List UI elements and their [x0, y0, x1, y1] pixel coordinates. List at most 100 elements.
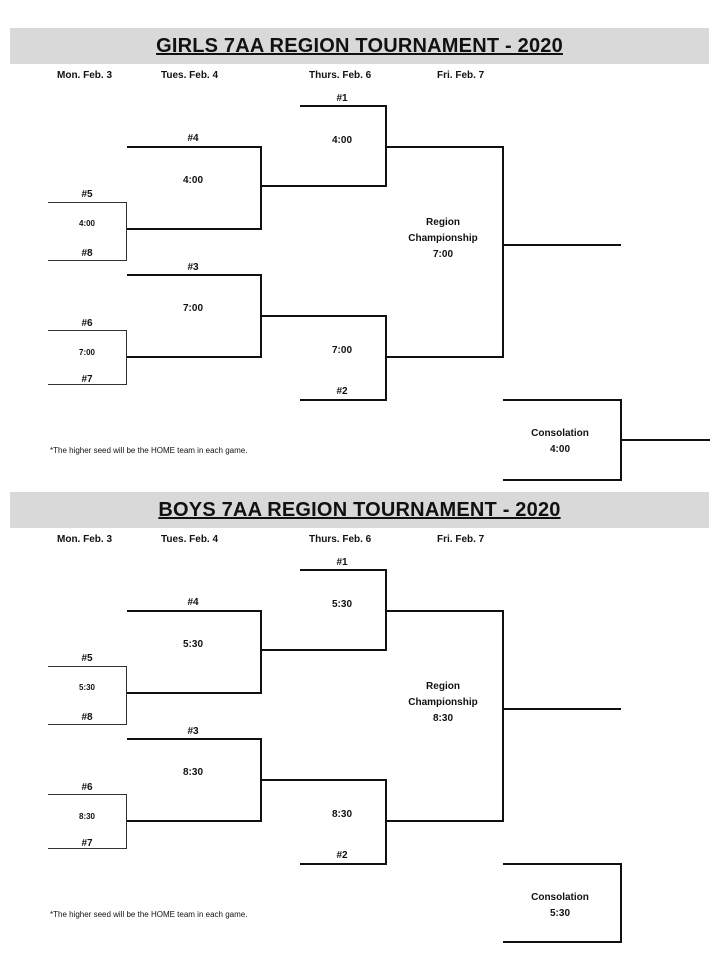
line: [48, 384, 127, 385]
seed-3: #3: [187, 262, 199, 273]
consolation-label: Consolation 5:30: [531, 890, 589, 922]
championship-time: 8:30: [432, 713, 454, 724]
seed-8: #8: [81, 248, 93, 259]
thu-game2-time: 8:30: [331, 809, 353, 820]
consolation-time: 4:00: [549, 444, 570, 455]
line: [503, 399, 622, 401]
championship-label: Region Championship 8:30: [408, 679, 477, 727]
line: [126, 666, 127, 725]
line: [262, 779, 387, 781]
line: [48, 260, 127, 261]
tue-game1-time: 5:30: [182, 639, 204, 650]
line: [127, 820, 262, 822]
line: [48, 330, 127, 331]
consolation-label: Consolation 4:00: [531, 426, 589, 458]
line: [48, 848, 127, 849]
championship-line2: Championship: [408, 697, 478, 708]
thu-game1-time: 4:00: [331, 135, 353, 146]
line: [300, 399, 387, 401]
day-fri: Fri. Feb. 7: [437, 70, 485, 81]
championship-line1: Region: [426, 681, 460, 692]
line: [300, 863, 387, 865]
seed-5: #5: [81, 189, 93, 200]
seed-4: #4: [187, 133, 199, 144]
girls-bracket: GIRLS 7AA REGION TOURNAMENT - 2020 Mon. …: [0, 28, 717, 492]
boys-bracket: BOYS 7AA REGION TOURNAMENT - 2020 Mon. F…: [0, 492, 717, 956]
line: [127, 146, 262, 148]
day-tue: Tues. Feb. 4: [161, 70, 219, 81]
line: [385, 779, 387, 865]
seed-1: #1: [336, 93, 348, 104]
seed-5: #5: [81, 653, 93, 664]
line: [387, 356, 504, 358]
line: [126, 794, 127, 849]
line: [502, 610, 504, 822]
championship-time: 7:00: [432, 249, 454, 260]
line: [504, 244, 621, 246]
line: [48, 794, 127, 795]
line: [262, 315, 387, 317]
line: [127, 692, 262, 694]
line: [502, 146, 504, 358]
line: [260, 146, 262, 230]
line: [387, 820, 504, 822]
line: [126, 330, 127, 385]
championship-label: Region Championship 7:00: [408, 215, 477, 263]
seed-8: #8: [81, 712, 93, 723]
line: [503, 863, 622, 865]
line: [260, 738, 262, 822]
mon-game2-time: 7:00: [78, 348, 96, 357]
line: [260, 610, 262, 694]
mon-game1-time: 5:30: [78, 683, 96, 692]
line: [262, 185, 387, 187]
seed-6: #6: [81, 318, 93, 329]
line: [503, 941, 622, 943]
boys-title-bar: BOYS 7AA REGION TOURNAMENT - 2020: [10, 492, 709, 528]
line: [48, 724, 127, 725]
line: [385, 569, 387, 651]
line: [262, 649, 387, 651]
day-thu: Thurs. Feb. 6: [309, 534, 372, 545]
home-team-note: *The higher seed will be the HOME team i…: [50, 910, 248, 919]
seed-3: #3: [187, 726, 199, 737]
line: [48, 202, 127, 203]
mon-game2-time: 8:30: [78, 812, 96, 821]
thu-game1-time: 5:30: [331, 599, 353, 610]
line: [504, 708, 621, 710]
tue-game2-time: 8:30: [182, 767, 204, 778]
tue-game1-time: 4:00: [182, 175, 204, 186]
line: [126, 202, 127, 261]
day-tue: Tues. Feb. 4: [161, 534, 219, 545]
seed-2: #2: [336, 386, 348, 397]
championship-line2: Championship: [408, 233, 478, 244]
line: [503, 479, 622, 481]
line: [48, 666, 127, 667]
line: [127, 274, 262, 276]
girls-title-bar: GIRLS 7AA REGION TOURNAMENT - 2020: [10, 28, 709, 64]
line: [620, 399, 622, 481]
consolation-title: Consolation: [531, 892, 589, 903]
day-thu: Thurs. Feb. 6: [309, 70, 372, 81]
line: [260, 274, 262, 358]
girls-title: GIRLS 7AA REGION TOURNAMENT - 2020: [156, 34, 563, 57]
line: [385, 105, 387, 187]
line: [300, 569, 387, 571]
day-mon: Mon. Feb. 3: [57, 534, 112, 545]
day-fri: Fri. Feb. 7: [437, 534, 485, 545]
line: [300, 105, 387, 107]
seed-4: #4: [187, 597, 199, 608]
line: [127, 356, 262, 358]
boys-title: BOYS 7AA REGION TOURNAMENT - 2020: [158, 498, 561, 521]
consolation-time: 5:30: [549, 908, 570, 919]
thu-game2-time: 7:00: [331, 345, 353, 356]
line: [622, 439, 710, 441]
seed-6: #6: [81, 782, 93, 793]
line: [127, 738, 262, 740]
line: [127, 610, 262, 612]
tue-game2-time: 7:00: [182, 303, 204, 314]
seed-1: #1: [336, 557, 348, 568]
championship-line1: Region: [426, 217, 460, 228]
line: [387, 146, 504, 148]
line: [385, 315, 387, 401]
mon-game1-time: 4:00: [78, 219, 96, 228]
